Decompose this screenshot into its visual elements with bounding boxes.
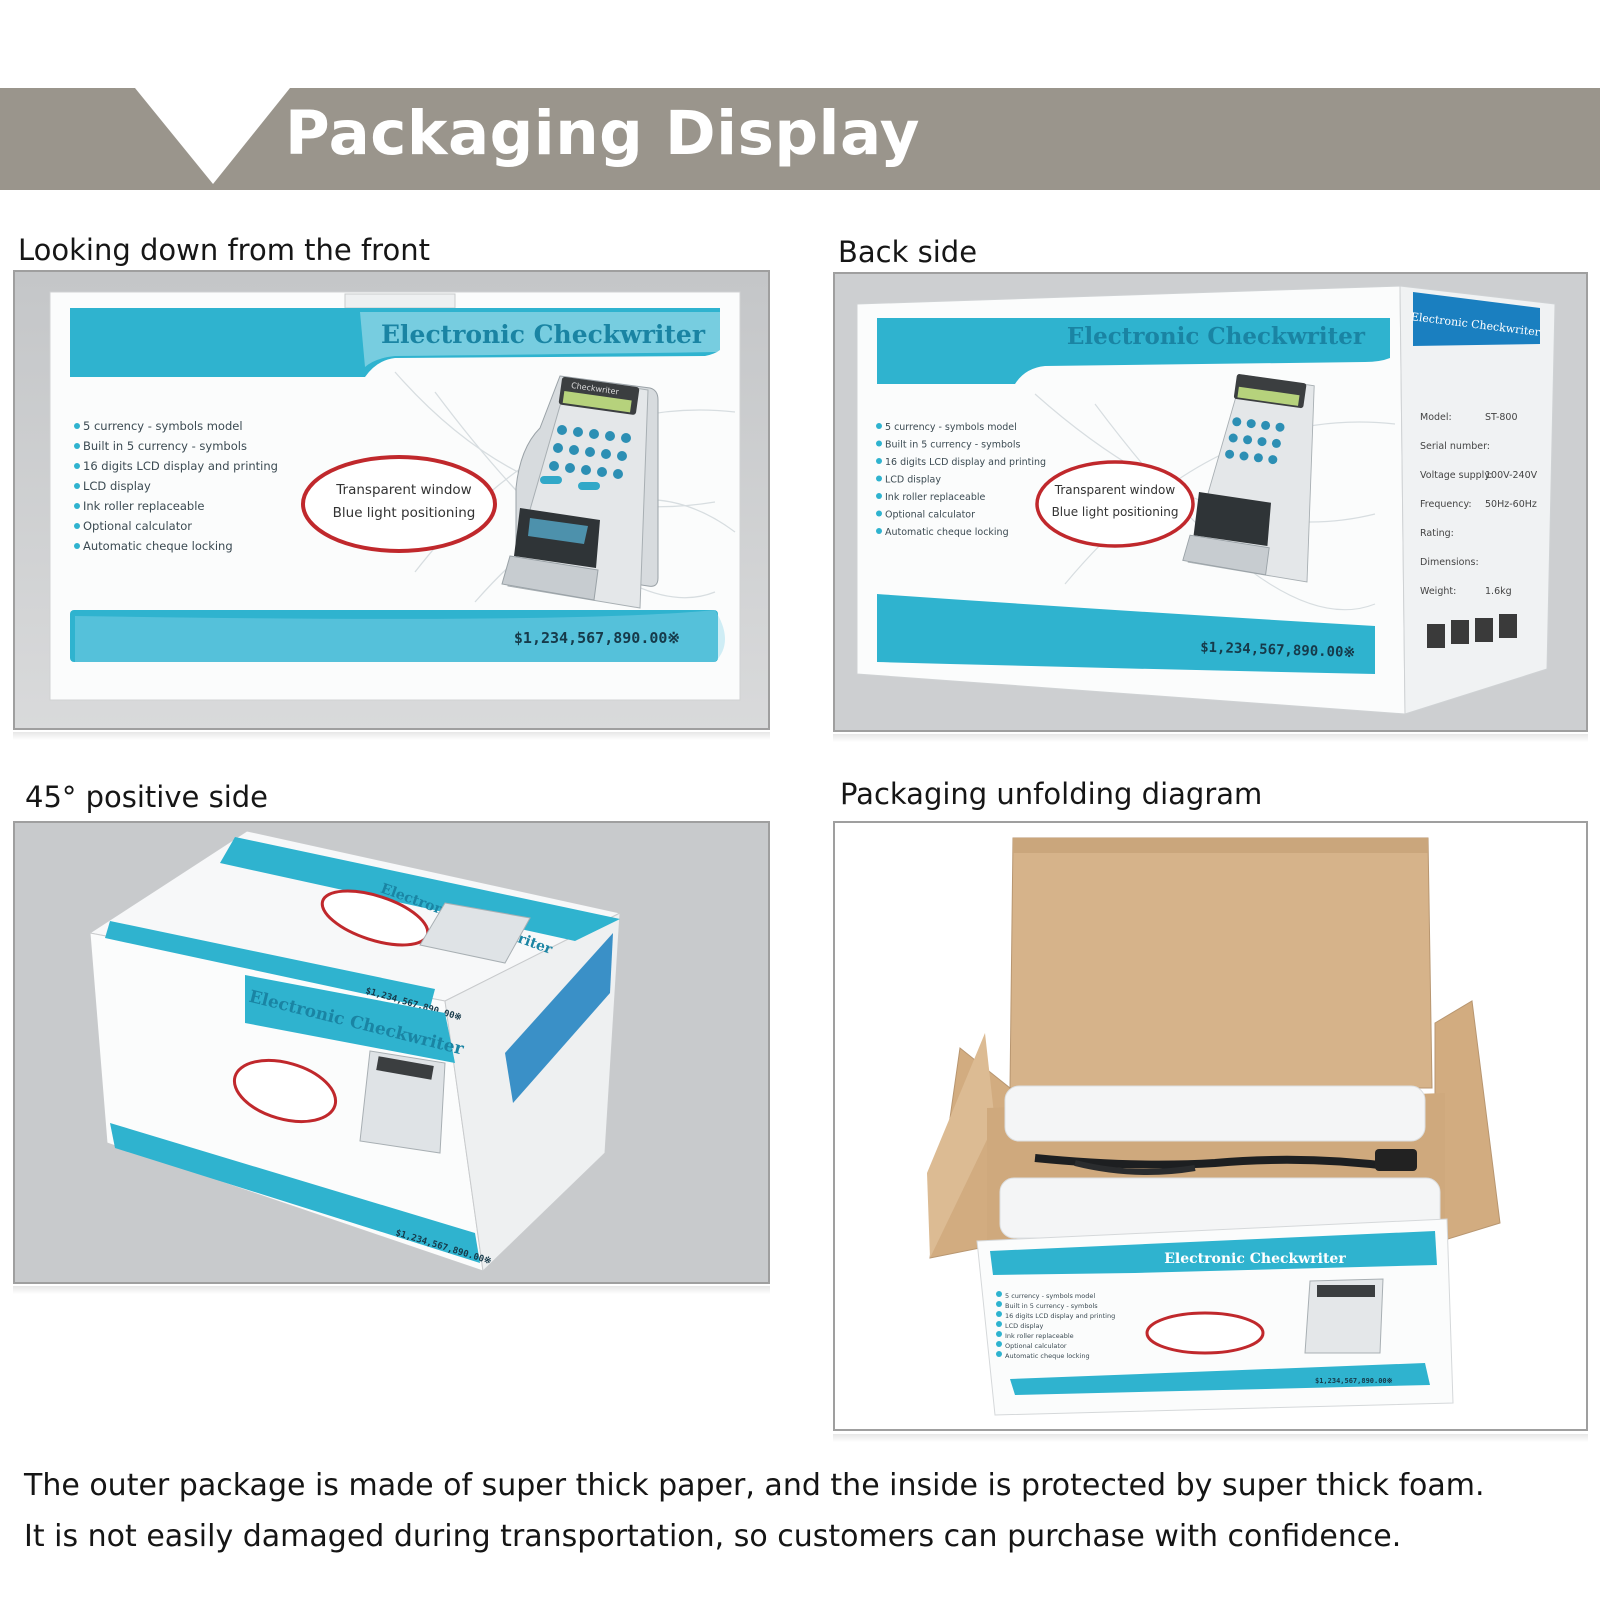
caption-45: 45° positive side: [25, 780, 269, 814]
feature-item: Automatic cheque locking: [1005, 1352, 1090, 1360]
device-illustration: Checkwriter: [501, 375, 659, 609]
footer-line-2: It is not easily damaged during transpor…: [24, 1519, 1402, 1554]
back-callout-line2: Blue light positioning: [1052, 505, 1179, 519]
photo-unfold: Electronic Checkwriter 5 currency - symb…: [833, 821, 1588, 1431]
side-spec-value: ST-800: [1485, 412, 1518, 423]
side-spec-value: 50Hz-60Hz: [1485, 499, 1537, 510]
side-spec-label: Model:: [1420, 412, 1452, 423]
feature-bullet-icon: [876, 475, 882, 482]
back-product-name: Electronic Checkwriter: [1067, 323, 1366, 350]
side-spec-label: Weight:: [1420, 586, 1456, 597]
feature-bullet-icon: [876, 510, 882, 517]
back-amount: $1,234,567,890.00※: [1200, 640, 1355, 661]
feature-item: Built in 5 currency - symbols: [83, 439, 247, 453]
back-callout-line1: Transparent window: [1054, 483, 1176, 497]
side-spec-value: 1.6kg: [1485, 586, 1512, 597]
feature-item: Ink roller replaceable: [885, 492, 985, 503]
feature-item: Optional calculator: [83, 519, 192, 533]
side-spec-label: Voltage supply:: [1420, 470, 1492, 481]
feature-bullet-icon: [74, 523, 80, 529]
feature-item: 16 digits LCD display and printing: [1005, 1312, 1115, 1320]
feature-item: Optional calculator: [885, 510, 975, 521]
box-product-name: Electronic Checkwriter: [381, 320, 706, 349]
feature-bullet-icon: [74, 503, 80, 509]
side-spec-label: Rating:: [1420, 528, 1454, 539]
header-banner: Packaging Display: [0, 88, 1600, 190]
feature-bullet-icon: [996, 1331, 1002, 1337]
feature-item: Built in 5 currency - symbols: [1005, 1302, 1098, 1310]
feature-item: 5 currency - symbols model: [1005, 1292, 1095, 1300]
feature-item: 16 digits LCD display and printing: [83, 459, 278, 473]
feature-item: 5 currency - symbols model: [83, 419, 243, 433]
footer-line-1: The outer package is made of super thick…: [24, 1468, 1485, 1503]
side-spec-label: Dimensions:: [1420, 557, 1479, 568]
photo-front-shadow: [13, 732, 770, 740]
callout-line2: Blue light positioning: [333, 505, 476, 521]
feature-bullet-icon: [996, 1341, 1002, 1347]
feature-item: 5 currency - symbols model: [885, 422, 1017, 433]
feature-bullet-icon: [996, 1311, 1002, 1317]
box-amount: $1,234,567,890.00※: [514, 629, 680, 647]
feature-bullet-icon: [996, 1301, 1002, 1307]
feature-item: Ink roller replaceable: [83, 499, 204, 513]
feature-bullet-icon: [996, 1321, 1002, 1327]
feature-bullet-icon: [74, 543, 80, 549]
banner-notch-decoration: [135, 88, 290, 184]
device-keypad: [540, 425, 631, 490]
feature-item: Automatic cheque locking: [885, 527, 1009, 538]
feature-bullet-icon: [876, 528, 882, 534]
side-spec-value: 100V-240V: [1485, 470, 1538, 481]
caption-front: Looking down from the front: [18, 233, 430, 267]
feature-bullet-icon: [876, 458, 882, 464]
feature-bullet-icon: [996, 1291, 1002, 1297]
feature-item: LCD display: [83, 479, 151, 493]
feature-item: Automatic cheque locking: [83, 539, 233, 553]
back-callout-ellipse: [1035, 460, 1195, 548]
feature-item: Optional calculator: [1005, 1342, 1067, 1350]
photo-unfold-shadow: [833, 1434, 1588, 1442]
back-device-illustration: [1182, 374, 1315, 583]
side-handling-icons: [1427, 614, 1517, 648]
photo-back: Electronic Checkwriter 5 currency - symb…: [833, 272, 1588, 732]
feature-item: Ink roller replaceable: [1005, 1332, 1074, 1340]
page-title: Packaging Display: [285, 98, 921, 169]
caption-back: Back side: [838, 235, 978, 269]
photo-45: Electronic Checkwriter $1,234,567,890.00…: [13, 821, 770, 1284]
feature-item: 16 digits LCD display and printing: [885, 457, 1046, 468]
feature-bullet-icon: [996, 1351, 1002, 1357]
feature-item: LCD display: [885, 475, 941, 486]
feature-bullet-icon: [74, 483, 80, 489]
feature-bullet-icon: [876, 493, 882, 499]
side-spec-label: Serial number:: [1420, 441, 1490, 452]
feature-bullet-icon: [74, 443, 80, 449]
feature-item: LCD display: [1005, 1322, 1043, 1330]
feature-bullet-icon: [876, 423, 882, 429]
caption-unfold: Packaging unfolding diagram: [840, 777, 1263, 811]
callout-line1: Transparent window: [335, 482, 471, 498]
unfold-product-name: Electronic Checkwriter: [1164, 1251, 1346, 1267]
unfold-amount: $1,234,567,890.00※: [1315, 1377, 1393, 1385]
side-spec-label: Frequency:: [1420, 499, 1472, 510]
photo-back-shadow: [833, 734, 1588, 742]
feature-bullet-icon: [876, 440, 882, 447]
feature-bullet-icon: [74, 423, 80, 429]
feature-bullet-icon: [74, 463, 80, 469]
callout-ellipse: [301, 455, 497, 553]
photo-45-shadow: [13, 1286, 770, 1294]
photo-front: Electronic Checkwriter 5 currency - symb…: [13, 270, 770, 730]
feature-item: Built in 5 currency - symbols: [885, 440, 1020, 451]
